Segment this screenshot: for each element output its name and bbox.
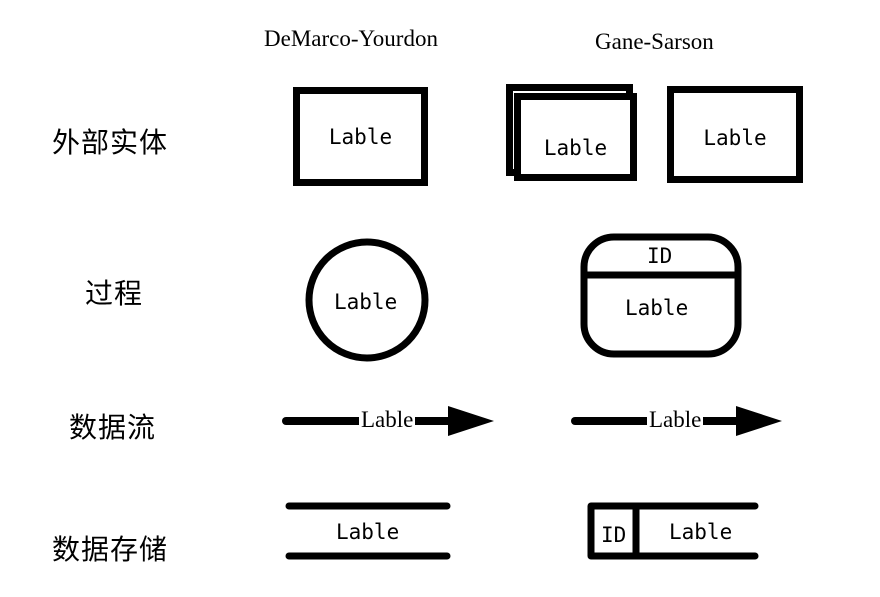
- gane-external-entity-front-box: Lable: [514, 93, 637, 181]
- gane-process-label: Lable: [625, 296, 689, 320]
- demarco-external-entity-label: Lable: [328, 124, 393, 149]
- demarco-external-entity-box: Lable: [293, 87, 428, 186]
- gane-flow-label: Lable: [647, 407, 704, 432]
- demarco-flow-arrowhead: [448, 406, 494, 436]
- gane-external-entity-box: Lable: [667, 86, 803, 183]
- row-label-external-entity: 外部实体: [52, 126, 169, 159]
- demarco-store-label: Lable: [336, 520, 400, 544]
- gane-process-id: ID: [647, 244, 673, 268]
- gane-process-rounded-rect: [580, 233, 742, 358]
- column-heading-demarco: DeMarco-Yourdon: [264, 26, 438, 51]
- gane-external-entity-duplicate-label: Lable: [543, 136, 608, 160]
- gane-flow-arrowhead: [736, 406, 782, 436]
- gane-store-id: ID: [601, 523, 627, 547]
- row-label-process: 过程: [85, 277, 144, 310]
- row-label-data-store: 数据存储: [52, 533, 169, 566]
- gane-external-entity-label: Lable: [703, 126, 767, 150]
- demarco-process-label: Lable: [334, 290, 398, 314]
- column-heading-gane-sarson: Gane-Sarson: [595, 29, 714, 54]
- demarco-process-circle: [305, 238, 429, 362]
- demarco-flow-label: Lable: [359, 407, 416, 432]
- row-label-data-flow: 数据流: [69, 411, 157, 444]
- gane-store-label: Lable: [669, 520, 733, 544]
